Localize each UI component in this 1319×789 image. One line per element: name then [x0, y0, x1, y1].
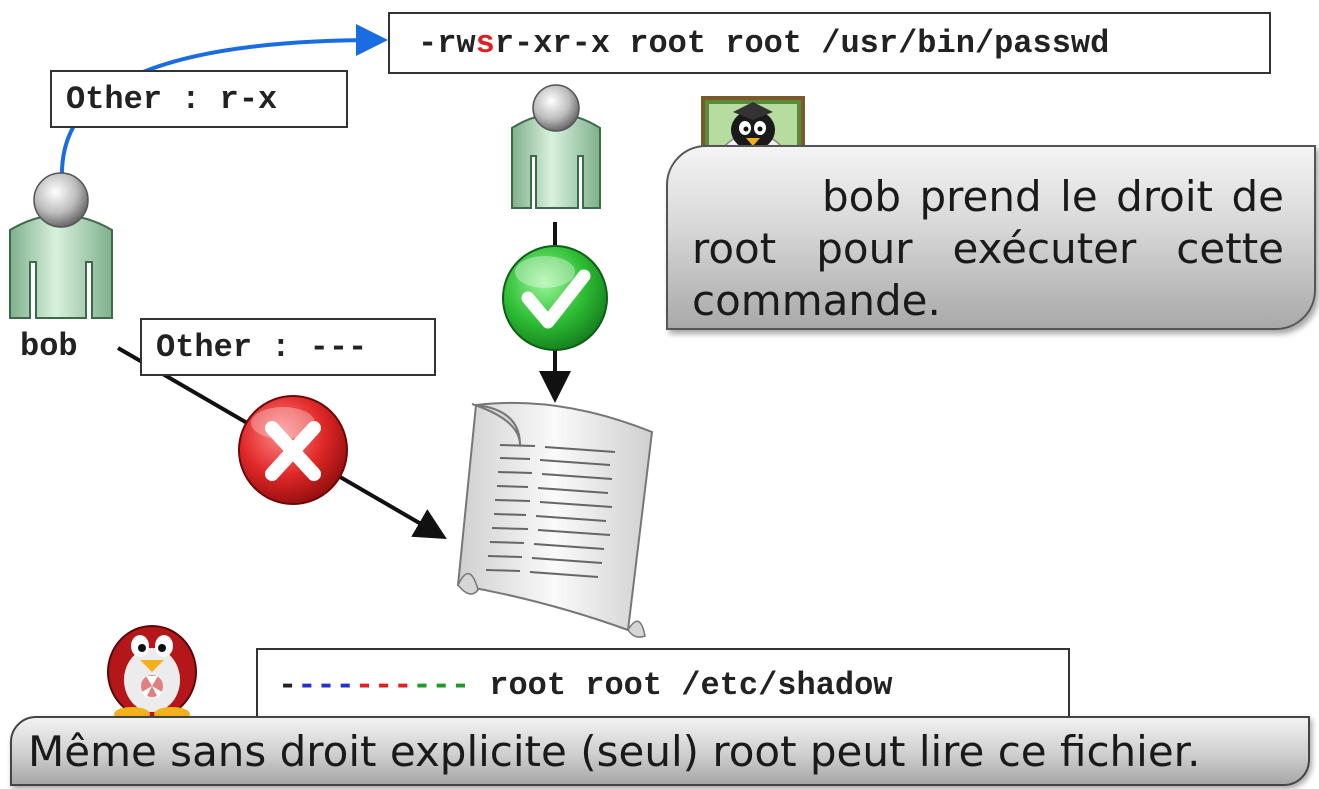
footer-note: Même sans droit explicite (seul) root pe…: [10, 716, 1310, 786]
bob-label: bob: [20, 328, 78, 365]
setuid-bit: s: [475, 24, 495, 62]
callout-text: bob prend le droit de root pour exécuter…: [692, 172, 1284, 325]
other-rx-label: Other : r-x: [66, 80, 278, 118]
explanation-callout: bob prend le droit de root pour exécuter…: [666, 145, 1316, 330]
perm-prefix: -rw: [418, 24, 476, 62]
red-tux-icon: [107, 625, 197, 721]
other-none-box: Other : ---: [140, 318, 436, 376]
perm-lead: -: [278, 666, 298, 704]
checkmark-icon: [502, 245, 608, 351]
perm-user: ---: [297, 666, 355, 704]
user-icon-bob: [9, 172, 113, 319]
shadow-rest: root root /etc/shadow: [489, 666, 893, 704]
footer-text: Même sans droit explicite (seul) root pe…: [28, 726, 1201, 776]
cross-icon: [238, 395, 348, 505]
perm-group: ---: [354, 666, 413, 704]
document-scroll-icon: [456, 401, 654, 638]
other-none-label: Other : ---: [156, 328, 368, 366]
perm-rest: r-xr-x root root /usr/bin/passwd: [494, 24, 1110, 62]
other-rx-box: Other : r-x: [50, 70, 348, 128]
perm-other: ---: [412, 666, 471, 704]
shadow-permission-box: ---------- root root /etc/shadow: [256, 648, 1070, 722]
user-icon-root: [511, 84, 601, 209]
perm-space: [470, 667, 489, 704]
